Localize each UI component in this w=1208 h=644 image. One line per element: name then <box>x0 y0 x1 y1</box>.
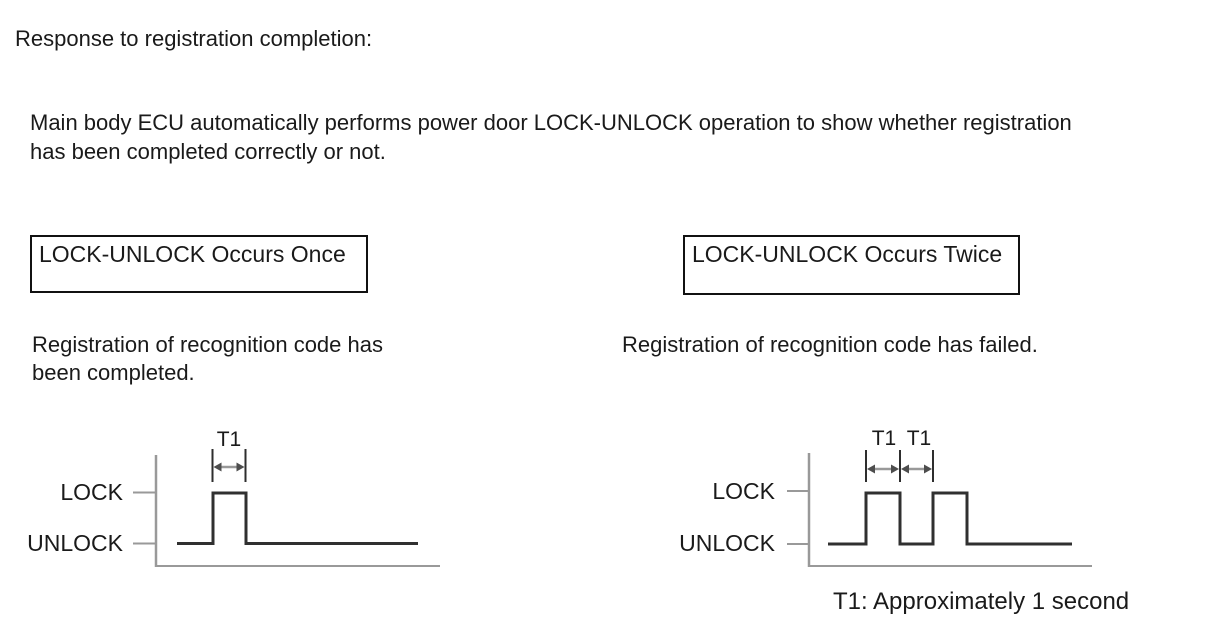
caption-twice: Registration of recognition code has fai… <box>622 332 1038 357</box>
t1-footnote: T1: Approximately 1 second <box>833 588 1130 615</box>
caption-once: Registration of recognition code has bee… <box>32 331 383 387</box>
t1-arrow-head-2-left <box>901 464 909 474</box>
timing-diagram-once: T1 LOCK UNLOCK <box>27 428 440 567</box>
intro-line-2: has been completed correctly or not. <box>30 139 386 164</box>
t1-arrow-head-left <box>213 462 222 472</box>
timing-diagram-twice: T1 T1 LOCK UNLOCK <box>679 427 1092 567</box>
lock-unlock-signal-once <box>177 491 418 545</box>
lock-level-label: LOCK <box>60 479 123 505</box>
result-box-once: LOCK-UNLOCK Occurs Once <box>30 235 368 293</box>
caption-once-line-2: been completed. <box>32 360 195 385</box>
page-title: Response to registration completion: <box>15 26 373 51</box>
lock-unlock-signal-twice <box>828 491 1072 546</box>
caption-once-line-1: Registration of recognition code has <box>32 332 383 357</box>
result-box-twice: LOCK-UNLOCK Occurs Twice <box>683 235 1020 295</box>
t1-arrow-head-right <box>236 462 245 472</box>
intro-paragraph: Main body ECU automatically performs pow… <box>30 108 1072 166</box>
t1-arrow-head-1-right <box>891 464 899 474</box>
intro-line-1: Main body ECU automatically performs pow… <box>30 110 1072 135</box>
unlock-level-label: UNLOCK <box>27 530 124 556</box>
t1-duration-label-1: T1 <box>872 427 897 450</box>
t1-duration-label-2: T1 <box>907 427 932 450</box>
lock-level-label: LOCK <box>712 478 775 504</box>
result-box-once-label: LOCK-UNLOCK Occurs Once <box>39 241 346 267</box>
t1-arrow-head-2-right <box>924 464 932 474</box>
t1-duration-label: T1 <box>217 428 242 451</box>
result-box-twice-label: LOCK-UNLOCK Occurs Twice <box>692 241 1003 267</box>
t1-arrow-head-1-left <box>867 464 875 474</box>
unlock-level-label: UNLOCK <box>679 530 776 556</box>
